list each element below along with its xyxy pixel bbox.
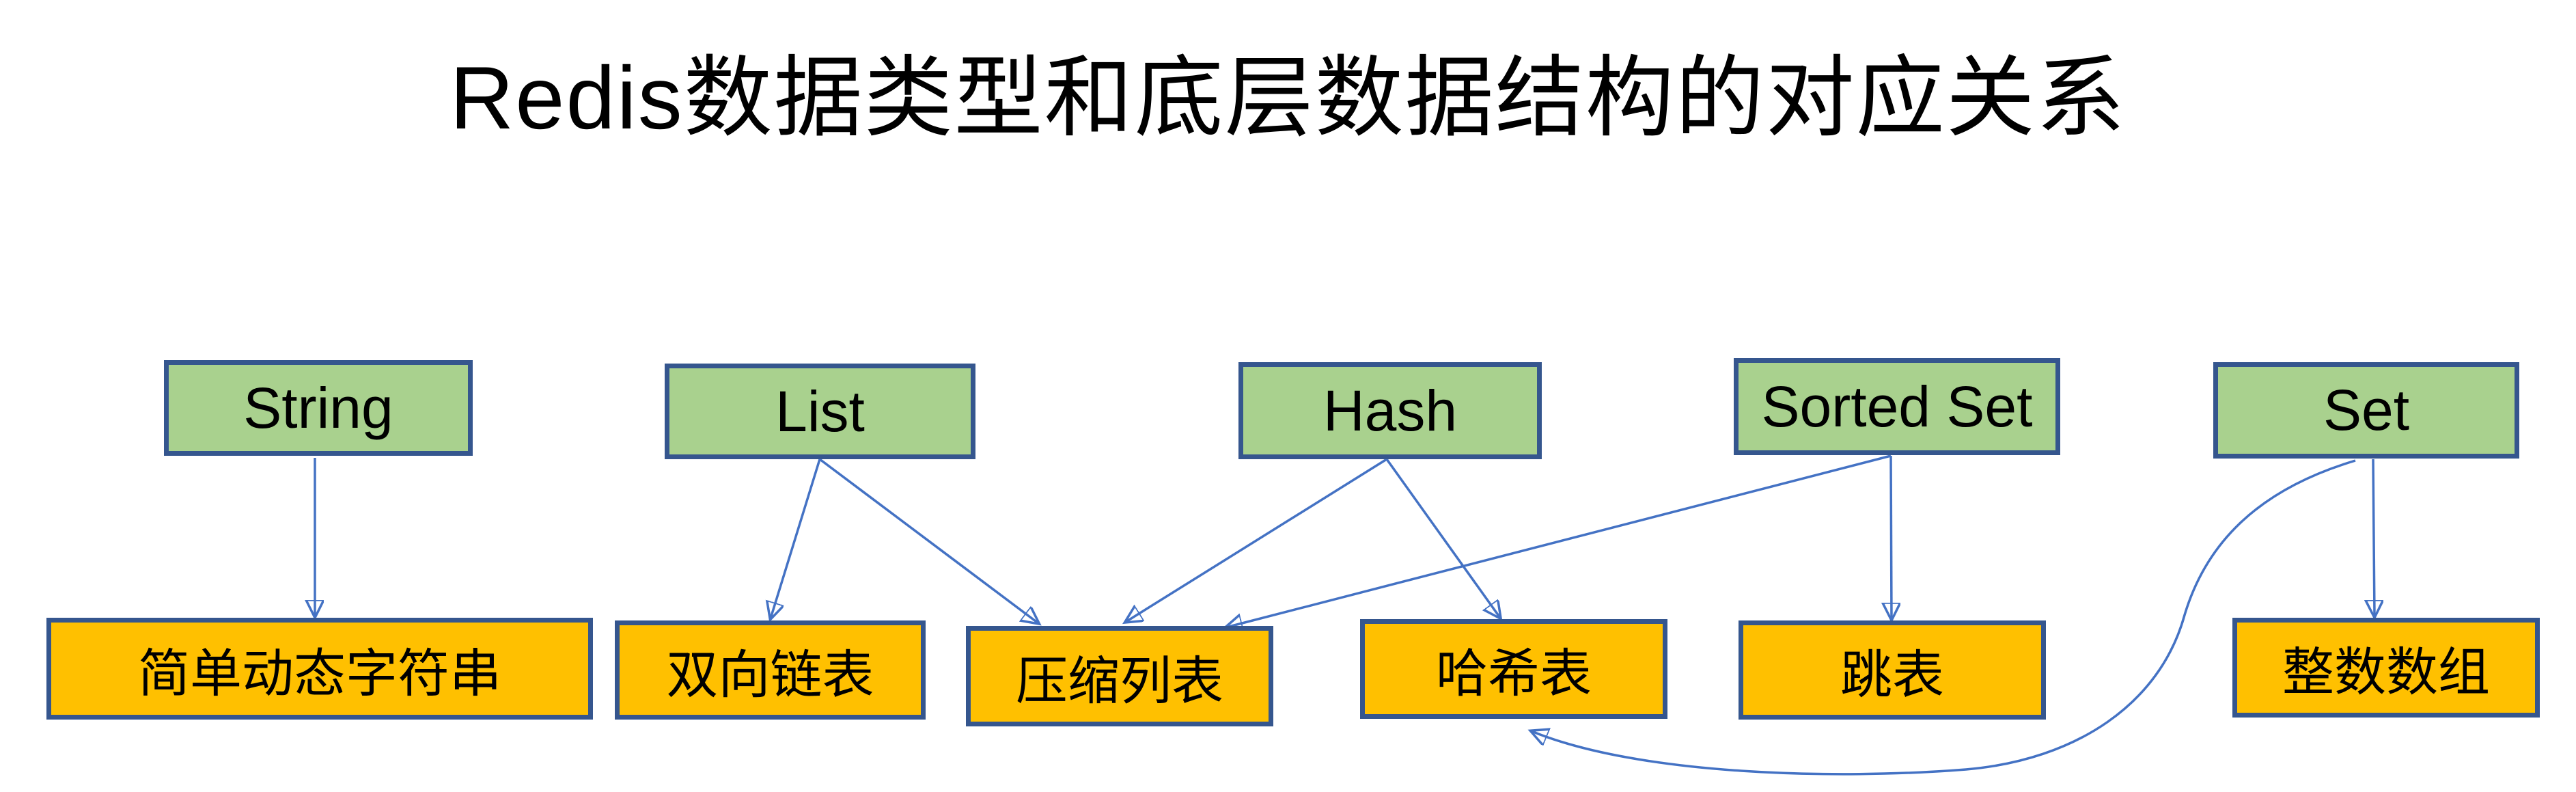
edge-set-to-hashtable: [1532, 459, 2356, 776]
node-hash: Hash: [1238, 362, 1542, 459]
node-sds-label: 简单动态字符串: [138, 644, 501, 703]
node-list: List: [665, 364, 975, 459]
edge-hash-to-ziplist: [1126, 458, 1387, 622]
node-sorted-set-label: Sorted Set: [1761, 374, 2033, 439]
node-skiplist: 跳表: [1739, 620, 2046, 720]
node-set-label: Set: [2323, 378, 2410, 442]
edge-list-to-linkedlist: [771, 459, 821, 618]
edge-set-to-intset: [2373, 459, 2374, 616]
node-linkedlist: 双向链表: [615, 620, 926, 720]
node-set: Set: [2213, 362, 2519, 459]
node-hashtable-label: 哈希表: [1436, 645, 1592, 703]
node-string-label: String: [243, 375, 393, 440]
node-sds: 简单动态字符串: [46, 618, 593, 720]
edge-sortedset-to-ziplist: [1226, 454, 1892, 627]
node-intset-label: 整数数组: [2282, 644, 2490, 702]
edge-list-to-ziplist: [818, 458, 1038, 623]
edge-sortedset-to-skiplist: [1891, 455, 1892, 619]
node-hashtable: 哈希表: [1360, 619, 1667, 719]
edge-hash-to-hashtable: [1385, 458, 1500, 618]
node-ziplist: 压缩列表: [966, 626, 1273, 726]
node-ziplist-label: 压缩列表: [1016, 652, 1223, 711]
node-list-label: List: [775, 379, 865, 443]
node-sorted-set: Sorted Set: [1734, 358, 2060, 455]
node-string: String: [164, 360, 473, 456]
node-hash-label: Hash: [1322, 378, 1458, 443]
node-intset: 整数数组: [2232, 618, 2540, 718]
diagram-title: Redis数据类型和底层数据结构的对应关系: [449, 48, 2127, 148]
node-linkedlist-label: 双向链表: [666, 646, 874, 705]
node-skiplist-label: 跳表: [1840, 646, 1944, 705]
